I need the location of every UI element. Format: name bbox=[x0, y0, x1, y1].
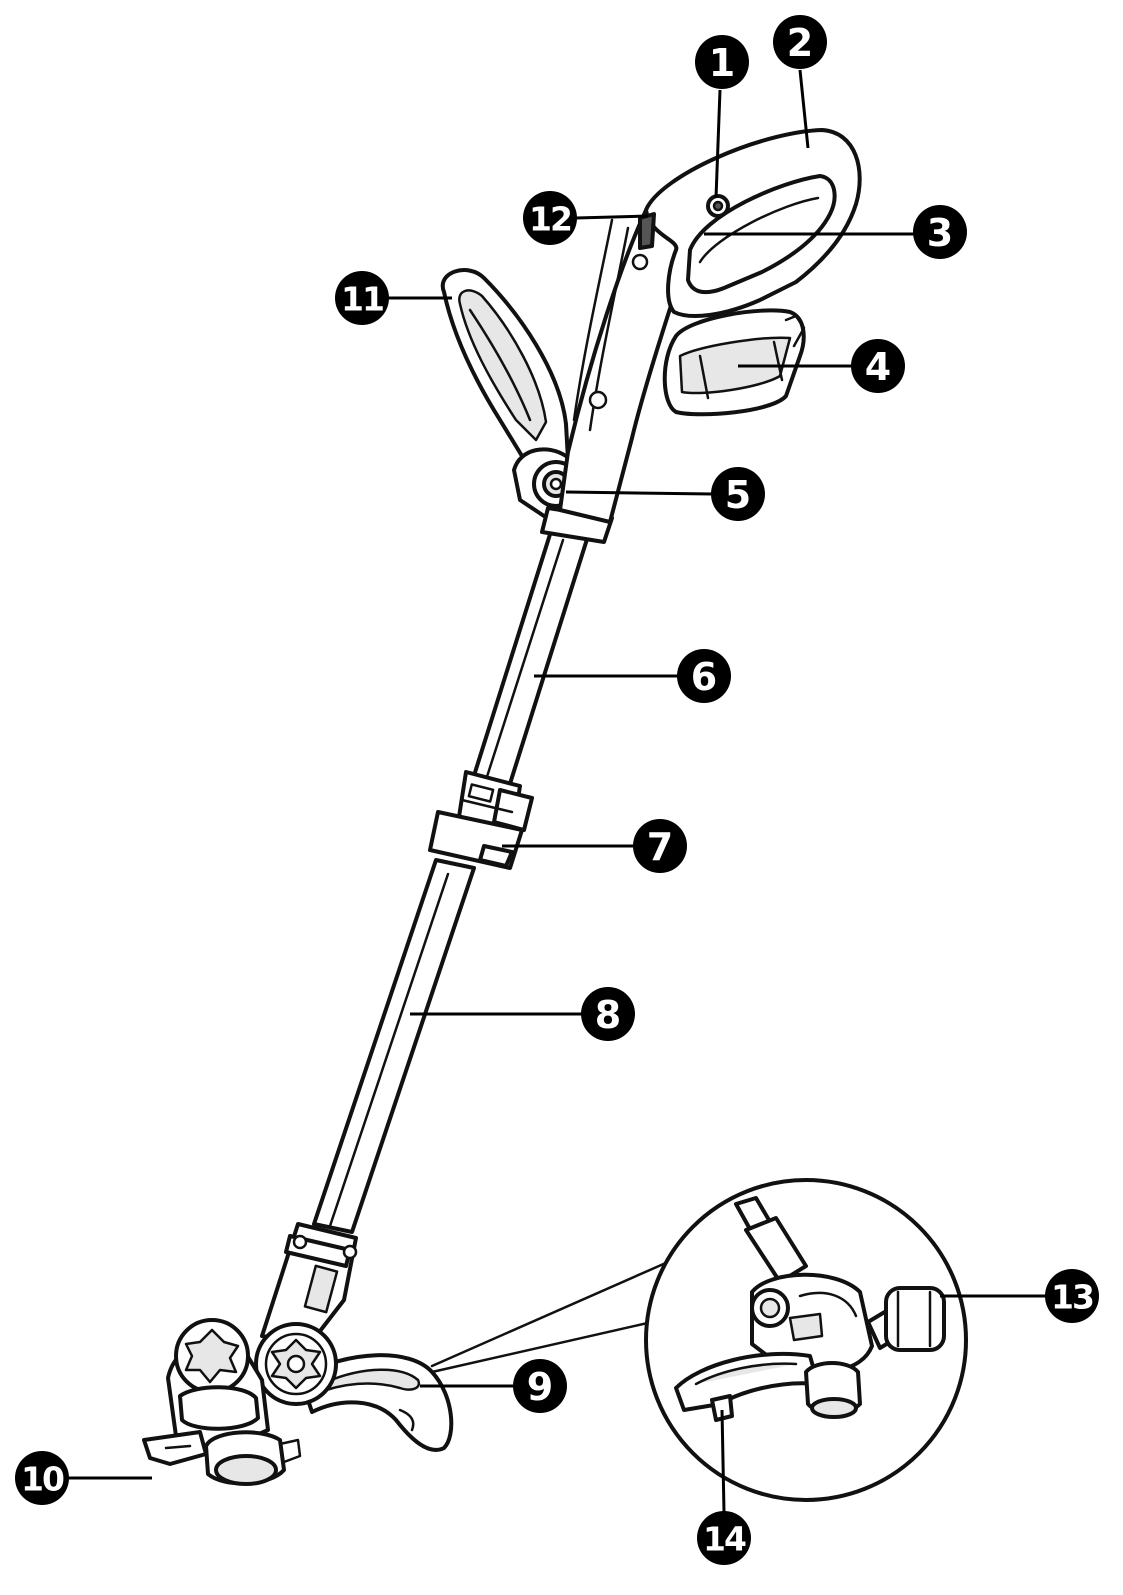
callout-5: 5 bbox=[711, 467, 765, 521]
height-adjust-collar bbox=[428, 770, 534, 870]
callout-5-label: 5 bbox=[725, 473, 751, 517]
callout-3-label: 3 bbox=[927, 211, 953, 255]
callout-13-label: 13 bbox=[1051, 1278, 1093, 1317]
leader-2 bbox=[798, 69, 810, 149]
callout-10: 10 bbox=[15, 1451, 69, 1505]
gear-disc bbox=[254, 1322, 338, 1406]
callouts: 1 2 3 4 5 6 7 8 bbox=[15, 15, 1099, 1565]
callout-6: 6 bbox=[677, 649, 731, 703]
callout-8: 8 bbox=[581, 987, 635, 1041]
callout-9: 9 bbox=[513, 1359, 567, 1413]
callout-8-label: 8 bbox=[595, 993, 621, 1037]
callout-14-label: 14 bbox=[703, 1520, 746, 1559]
callout-10-label: 10 bbox=[21, 1460, 64, 1499]
callout-13: 13 bbox=[1045, 1269, 1099, 1323]
auxiliary-handle bbox=[440, 268, 570, 471]
leader-1 bbox=[714, 89, 722, 199]
trimmer-illustration bbox=[142, 128, 968, 1502]
leader-14 bbox=[720, 1409, 726, 1513]
spool-head bbox=[142, 1318, 302, 1486]
motor-housing bbox=[260, 1222, 358, 1346]
callout-4: 4 bbox=[851, 339, 905, 393]
callout-3: 3 bbox=[913, 205, 967, 259]
leader-5 bbox=[565, 490, 713, 496]
leader-lines bbox=[66, 69, 1046, 1513]
main-body bbox=[558, 204, 702, 524]
callout-1: 1 bbox=[695, 35, 749, 89]
callout-4-label: 4 bbox=[865, 345, 891, 389]
battery-pack bbox=[662, 308, 806, 417]
callout-11-label: 11 bbox=[341, 280, 383, 319]
callout-7: 7 bbox=[633, 819, 687, 873]
callout-12-label: 12 bbox=[529, 200, 571, 239]
callout-14: 14 bbox=[697, 1511, 751, 1565]
upper-shaft bbox=[470, 526, 590, 792]
callout-6-label: 6 bbox=[691, 655, 717, 699]
callout-1-label: 1 bbox=[709, 41, 735, 85]
lower-shaft bbox=[312, 858, 476, 1234]
leader-12 bbox=[575, 214, 649, 220]
callout-7-label: 7 bbox=[647, 825, 673, 869]
callout-2: 2 bbox=[773, 15, 827, 69]
guard bbox=[298, 1353, 454, 1452]
callout-12: 12 bbox=[523, 191, 577, 245]
detail-inset bbox=[430, 1178, 968, 1502]
callout-11: 11 bbox=[335, 271, 389, 325]
callout-9-label: 9 bbox=[527, 1365, 553, 1409]
callout-2-label: 2 bbox=[787, 21, 813, 65]
rear-handle bbox=[638, 128, 862, 318]
